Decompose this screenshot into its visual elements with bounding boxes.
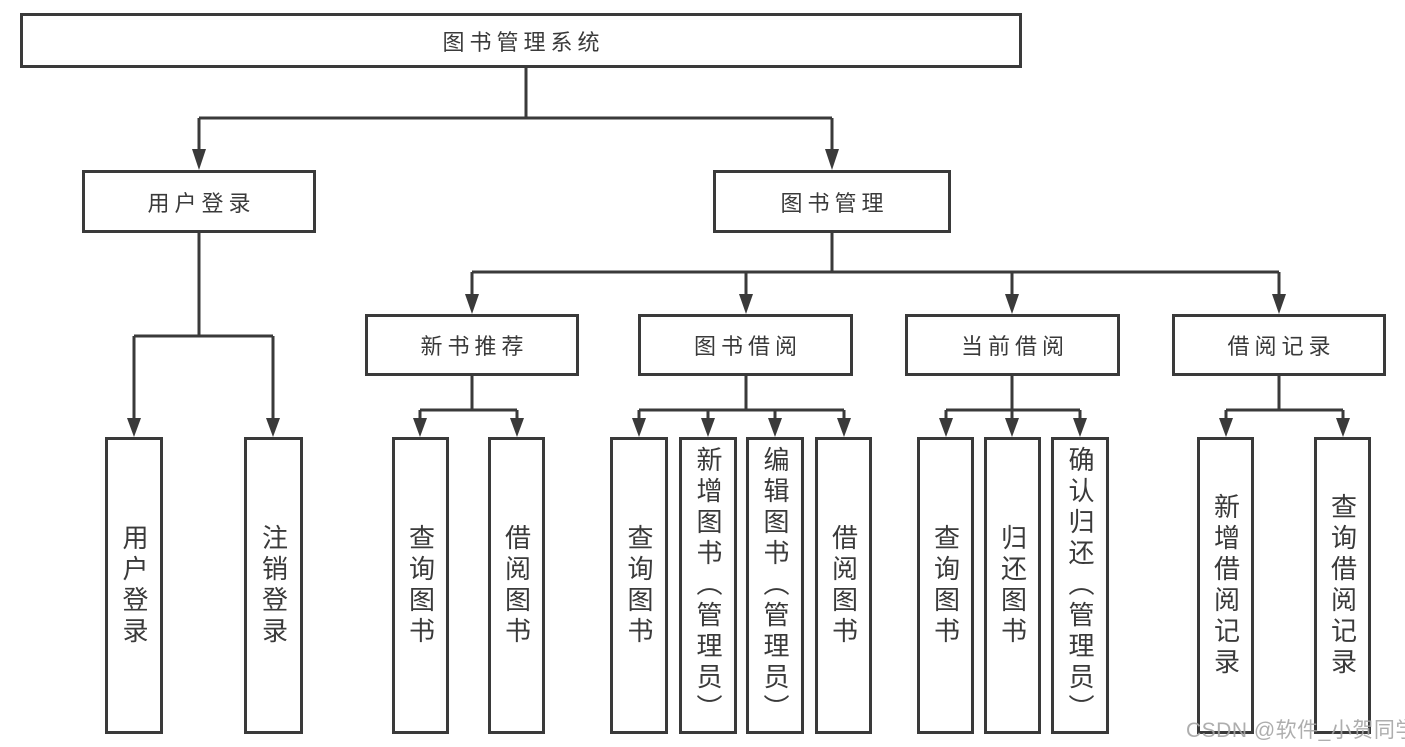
node-label: 新增图书（管理员） (693, 446, 723, 725)
node-label: 用户登录 (119, 523, 149, 648)
arrow-icon (1073, 418, 1087, 437)
node-label: 当前借阅 (960, 334, 1069, 359)
arrow-icon (1272, 294, 1286, 314)
node-label: 借阅记录 (1227, 334, 1336, 359)
leaf-borrow-query-books: 查询图书 (610, 437, 668, 734)
node-label: 查询图书 (405, 523, 436, 648)
node-system-root: 图书管理系统 (20, 13, 1022, 68)
node-new-book-recommend: 新书推荐 (365, 314, 579, 376)
arrow-icon (413, 418, 427, 437)
arrow-icon (510, 418, 524, 437)
leaf-recommend-query-books: 查询图书 (392, 437, 449, 734)
leaf-user-login: 用户登录 (105, 437, 163, 734)
node-label: 图书管理系统 (442, 29, 605, 55)
arrow-icon (701, 418, 715, 437)
node-label: 借阅图书 (501, 523, 532, 648)
arrow-icon (192, 149, 206, 170)
leaf-current-confirm-return-admin: 确认归还（管理员） (1051, 437, 1109, 734)
leaf-recommend-borrow-books: 借阅图书 (488, 437, 545, 734)
node-label: 注销登录 (258, 523, 289, 648)
arrow-icon (768, 418, 782, 437)
node-book-borrowing: 图书借阅 (638, 314, 853, 376)
leaf-borrow-borrow-books: 借阅图书 (815, 437, 872, 734)
node-label: 新增借阅记录 (1210, 492, 1241, 679)
node-label: 借阅图书 (828, 523, 859, 648)
node-borrowing-records: 借阅记录 (1172, 314, 1386, 376)
node-label: 查询图书 (624, 523, 654, 648)
arrow-icon (1005, 294, 1019, 314)
node-label: 新书推荐 (420, 334, 529, 359)
leaf-borrow-add-books-admin: 新增图书（管理员） (679, 437, 737, 734)
node-label: 编辑图书（管理员） (760, 446, 790, 725)
arrow-icon (1219, 418, 1233, 437)
arrow-icon (739, 294, 753, 314)
leaf-records-query-record: 查询借阅记录 (1314, 437, 1371, 734)
node-book-management-branch: 图书管理 (713, 170, 951, 233)
arrow-icon (127, 418, 141, 437)
arrow-icon (266, 418, 280, 437)
node-label: 确认归还（管理员） (1065, 446, 1095, 725)
arrow-icon (632, 418, 646, 437)
node-label: 查询图书 (930, 523, 961, 648)
node-label: 图书借阅 (693, 334, 802, 359)
leaf-logout: 注销登录 (244, 437, 303, 734)
node-user-login-branch: 用户登录 (82, 170, 316, 233)
leaf-current-query-books: 查询图书 (917, 437, 974, 734)
arrow-icon (465, 294, 479, 314)
node-current-borrowing: 当前借阅 (905, 314, 1120, 376)
leaf-borrow-edit-books-admin: 编辑图书（管理员） (746, 437, 804, 734)
node-label: 用户登录 (147, 190, 256, 216)
leaf-current-return-books: 归还图书 (984, 437, 1041, 734)
node-label: 图书管理 (780, 190, 889, 216)
arrow-icon (837, 418, 851, 437)
leaf-records-add-record: 新增借阅记录 (1197, 437, 1254, 734)
node-label: 查询借阅记录 (1327, 492, 1358, 679)
node-label: 归还图书 (997, 523, 1028, 648)
arrow-icon (939, 418, 953, 437)
arrow-icon (825, 149, 839, 170)
watermark: CSDN @软件_小贺同学 (1186, 719, 1405, 742)
arrow-icon (1005, 418, 1019, 437)
arrow-icon (1336, 418, 1350, 437)
